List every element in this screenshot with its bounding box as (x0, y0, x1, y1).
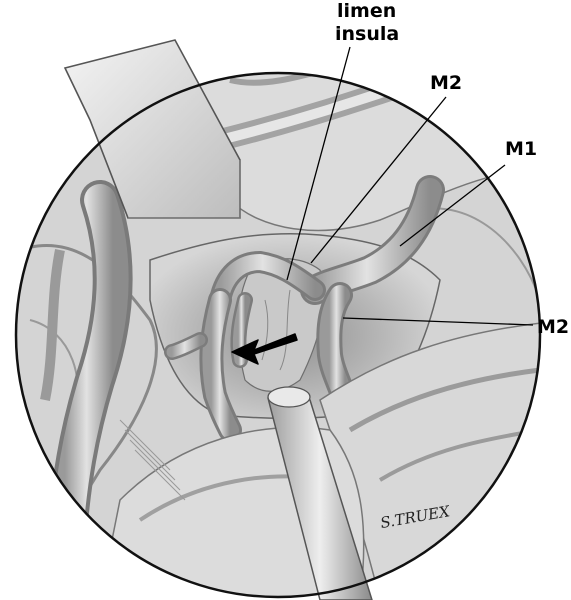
label-m2-upper: M2 (430, 72, 462, 94)
pointer-arrow (231, 333, 298, 365)
label-limen-line1: limen (337, 0, 396, 22)
leader-line-m2-upper (310, 96, 447, 264)
operative-field (16, 73, 540, 597)
leader-line-limen (286, 46, 351, 281)
field-outline (14, 71, 542, 599)
label-m1: M1 (505, 138, 537, 160)
leader-line-m1 (399, 164, 506, 247)
label-m2-lower: M2 (537, 316, 569, 338)
label-limen-line2: insula (335, 23, 399, 45)
leader-line-m2-lower (342, 317, 534, 326)
